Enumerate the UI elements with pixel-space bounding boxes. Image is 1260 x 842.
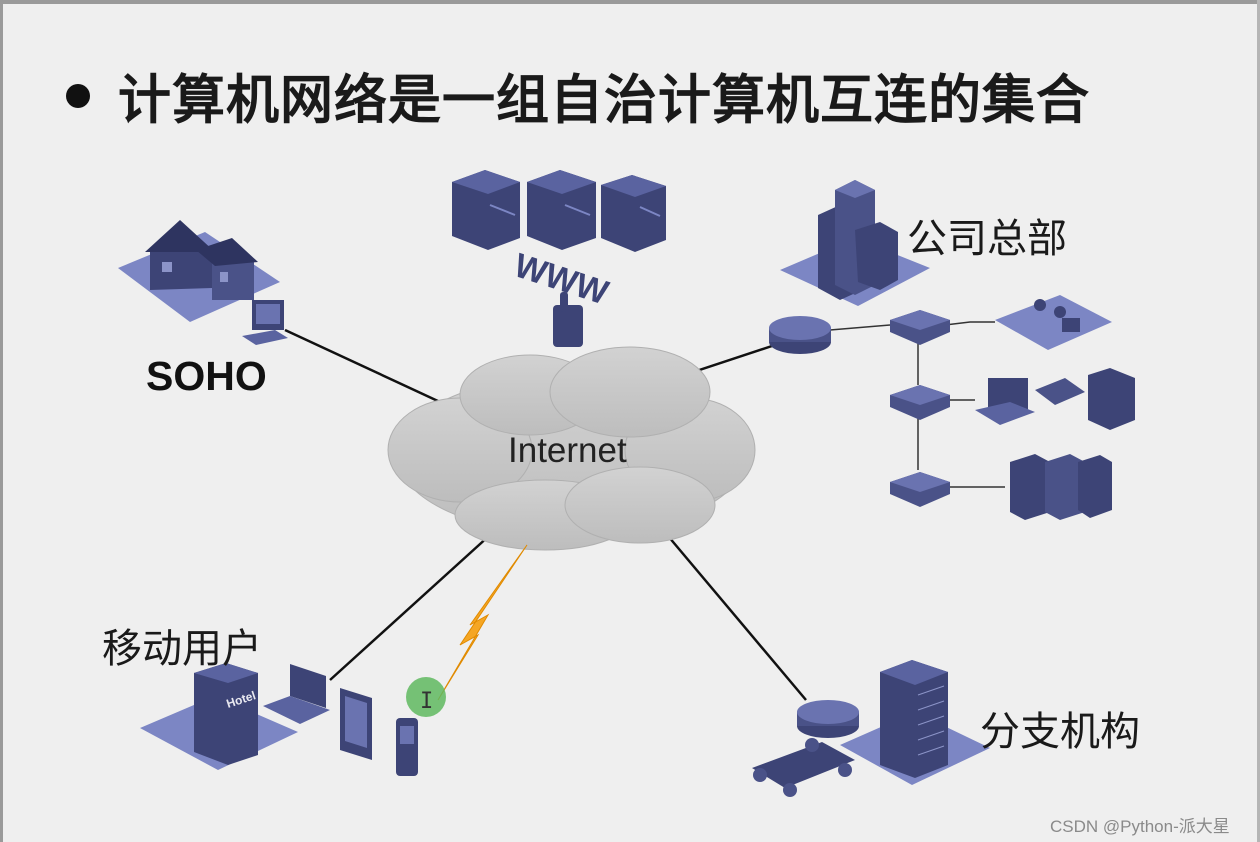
hq-server-rack-icon <box>1010 454 1112 520</box>
cursor-highlight-icon: I <box>406 677 446 717</box>
internet-label: Internet <box>508 431 627 470</box>
title-row: 计算机网络是一组自治计算机互连的集合 <box>66 58 1090 134</box>
mobile-users-label: 移动用户 <box>102 626 262 672</box>
soho-pc-icon <box>242 300 288 345</box>
hand-pointer-icon <box>553 292 583 347</box>
hq-switch-1-icon <box>890 310 950 345</box>
window-frame-top <box>0 0 1260 4</box>
branch-building-icon <box>840 660 990 785</box>
mobile-phone-icon <box>396 718 418 776</box>
headquarters-label: 公司总部 <box>907 216 1067 262</box>
hq-workstation-icon <box>975 368 1135 430</box>
link-branch <box>662 529 807 701</box>
soho-label: SOHO <box>146 353 267 399</box>
link-mobile <box>329 534 491 681</box>
headquarters-building-icon <box>780 180 930 306</box>
branch-label: 分支机构 <box>980 709 1140 755</box>
link-soho <box>284 328 441 404</box>
hq-switch-2-icon <box>890 385 950 420</box>
hq-switch-3-icon <box>890 472 950 507</box>
www-servers-icon <box>452 170 666 252</box>
hotel-building-icon <box>140 663 298 770</box>
window-frame-right <box>1257 0 1260 842</box>
branch-conference-table-icon <box>752 738 855 797</box>
watermark: CSDN @Python-派大星 <box>1050 817 1230 836</box>
soho-house-icon <box>118 220 280 322</box>
hq-router-icon <box>769 316 831 354</box>
bullet-icon <box>66 84 90 108</box>
wireless-lightning-icon <box>437 544 528 701</box>
window-frame-left <box>0 0 3 842</box>
svg-text:I: I <box>420 689 433 714</box>
internet-cloud <box>387 346 756 551</box>
hq-office-desk-icon <box>995 295 1112 350</box>
laptop-icon <box>263 664 330 724</box>
branch-router-icon <box>797 700 859 738</box>
slide-title: 计算机网络是一组自治计算机互连的集合 <box>118 70 1090 131</box>
tablet-icon <box>340 688 372 760</box>
